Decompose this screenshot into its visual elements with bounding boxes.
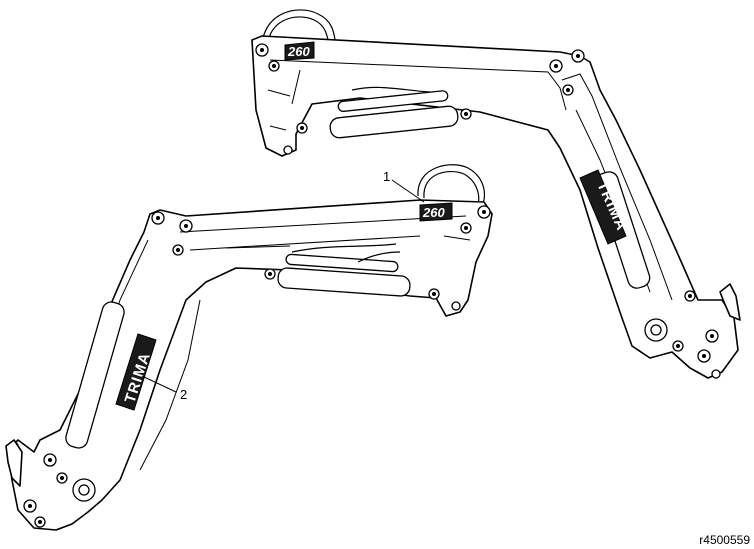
callout-2-number: 2 <box>180 387 187 402</box>
rear-pivot-pins <box>255 43 721 379</box>
rear-loader-arm: 260 TRIMA <box>251 9 741 379</box>
rear-model-decal: 260 <box>284 41 315 61</box>
front-hose-loop <box>417 164 486 211</box>
rear-hose-loop <box>260 9 387 97</box>
front-brand-decal: TRIMA <box>115 333 157 411</box>
callout-1: 1 <box>383 169 425 203</box>
callout-1-number: 1 <box>383 169 390 184</box>
callout-2: 2 <box>141 375 187 402</box>
front-attachment-hook <box>5 439 23 487</box>
front-loader-arm: 260 TRIMA <box>5 164 493 531</box>
rear-model-decal-text: 260 <box>287 44 310 59</box>
reference-code: r4500559 <box>699 533 750 547</box>
rear-lift-cylinder <box>329 86 459 139</box>
front-model-decal: 260 <box>419 202 453 222</box>
front-model-decal-text: 260 <box>422 205 445 220</box>
front-tilt-cylinder <box>65 301 125 449</box>
front-lift-cylinder <box>277 243 411 297</box>
callout-1-leader <box>391 179 425 203</box>
rear-attachment-hook <box>719 283 741 321</box>
front-pivot-pins <box>9 205 491 528</box>
callout-2-leader <box>141 375 177 393</box>
